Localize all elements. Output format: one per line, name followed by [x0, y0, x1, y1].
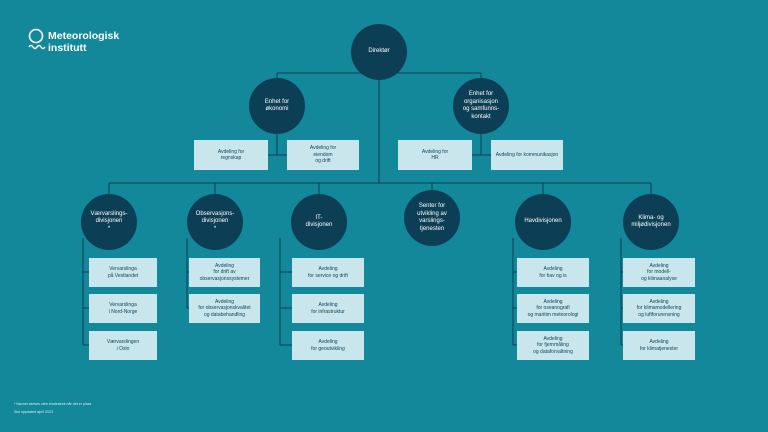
- unit-direktor: Direktør: [351, 24, 407, 80]
- footnote-hyphen: * Navnet skrives uten bindestrek når det…: [14, 402, 92, 406]
- dept-vestlandet: Vervarslinga på Vestlandet: [89, 258, 157, 287]
- dept-oslo: Værvarslingen i Oslo: [89, 331, 157, 360]
- dept-klimatjenester: Avdeling for klimatjenester: [623, 331, 695, 360]
- dept-hr: Avdeling for HR: [398, 140, 472, 170]
- dept-kommunikasjon: Avdeling for kommunikasjon: [491, 140, 563, 170]
- dept-geoutvikling: Avdeling for geoutvikling: [292, 331, 364, 360]
- dept-fjernmaling: Avdeling for fjernmåling og dataforvaltn…: [517, 331, 589, 360]
- dept-oseanografi: Avdeling for oseanografi og maritim mete…: [517, 294, 589, 323]
- met-logo: Meteorologisk institutt: [28, 28, 148, 62]
- dept-regnskap: Avdeling for regnskap: [194, 140, 268, 170]
- footnote-updated: Sist oppdatert april 2023: [14, 410, 53, 414]
- unit-enhet-okonomi: Enhet for økonomi: [249, 78, 305, 134]
- division-vaervarsling: Værvarslings- divisjonen *: [81, 194, 137, 250]
- dept-service-drift: Avdeling for service og drift: [292, 258, 364, 287]
- unit-senter-varslingstjenesten: Senter for utvikling av varslings- tjene…: [404, 190, 460, 246]
- division-klima-miljo: Klima- og miljødivisjonen: [623, 194, 679, 250]
- dept-klimamodellering: Avdeling for klimamodellering og luftfor…: [623, 294, 695, 323]
- dept-eiendom: Avdeling for eiendom og drift: [287, 140, 359, 170]
- division-hav: Havdivisjonen: [515, 194, 571, 250]
- logo-wordmark: Meteorologisk institutt: [48, 30, 119, 54]
- met-circle-waves-icon: [28, 28, 46, 50]
- dept-observasjonskvalitet: Avdeling for observasjonskvalitet og dat…: [189, 294, 260, 323]
- dept-infrastruktur: Avdeling for infrastruktur: [292, 294, 364, 323]
- dept-modell-klimaanalyse: Avdeling for modell- og klimaanalyse: [623, 258, 695, 287]
- dept-drift-observasjonssystemer: Avdeling for drift av observasjonssystem…: [189, 258, 260, 287]
- logo-name-line1: Meteorologisk: [48, 30, 120, 42]
- unit-enhet-organisasjon: Enhet for organisasjon og samfunns- kont…: [453, 78, 509, 134]
- division-it: IT- divisjonen: [291, 194, 347, 250]
- dept-nord-norge: Vervarslinga i Nord-Norge: [89, 294, 157, 323]
- division-observasjon: Observasjons- divisjonen *: [187, 194, 243, 250]
- dept-hav-is: Avdeling for hav og is: [517, 258, 589, 287]
- logo-name-line2: institutt: [48, 42, 87, 54]
